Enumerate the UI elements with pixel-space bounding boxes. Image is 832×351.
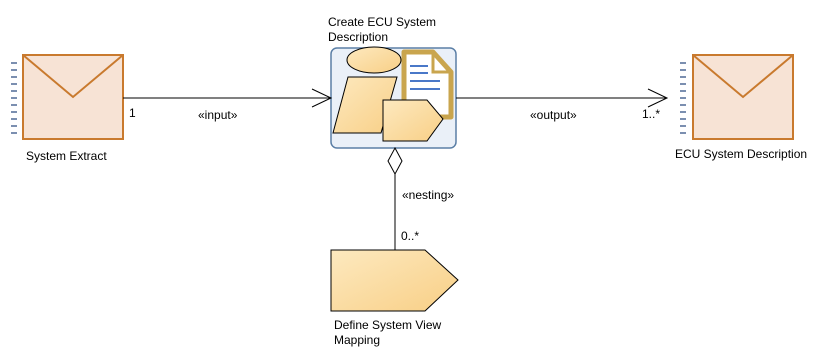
- output-target-multiplicity: 1..*: [642, 107, 660, 121]
- output-stereotype-label: «output»: [530, 108, 577, 122]
- open-arrowhead-icon: [647, 88, 669, 108]
- ellipse-shape-icon: [346, 46, 402, 74]
- nesting-stereotype-label: «nesting»: [402, 188, 454, 202]
- define-system-view-mapping-node[interactable]: Define System View Mapping: [330, 249, 459, 347]
- create-ecu-system-description-task[interactable]: Create ECU System Description: [328, 15, 457, 149]
- system-extract-ticks: [11, 62, 17, 134]
- task-arrow-shape-icon: [330, 249, 459, 312]
- envelope-icon: [692, 54, 794, 140]
- system-extract-node[interactable]: System Extract: [11, 54, 124, 163]
- input-source-multiplicity: 1: [129, 106, 136, 120]
- task-label-line1: Create ECU System: [328, 15, 436, 29]
- nesting-multiplicity: 0..*: [401, 229, 419, 243]
- ecu-system-description-label: ECU System Description: [675, 147, 807, 161]
- input-edge[interactable]: 1 «input»: [123, 88, 333, 122]
- ecu-system-description-node[interactable]: ECU System Description: [675, 54, 807, 161]
- task-arrow-shape-icon: [382, 99, 444, 142]
- ecu-system-description-ticks: [680, 62, 686, 134]
- nesting-edge[interactable]: «nesting» 0..*: [387, 146, 454, 250]
- open-arrowhead-icon: [311, 88, 333, 108]
- parallelogram-shape-icon: [332, 76, 398, 134]
- task-label-line2: Description: [328, 30, 388, 44]
- system-extract-label: System Extract: [26, 149, 107, 163]
- output-edge[interactable]: «output» 1..*: [456, 88, 669, 122]
- input-stereotype-label: «input»: [198, 108, 238, 122]
- define-mapping-label-line2: Mapping: [334, 333, 380, 347]
- aggregation-diamond-icon: [387, 146, 403, 176]
- define-mapping-label-line1: Define System View: [334, 318, 441, 332]
- envelope-icon: [22, 54, 124, 140]
